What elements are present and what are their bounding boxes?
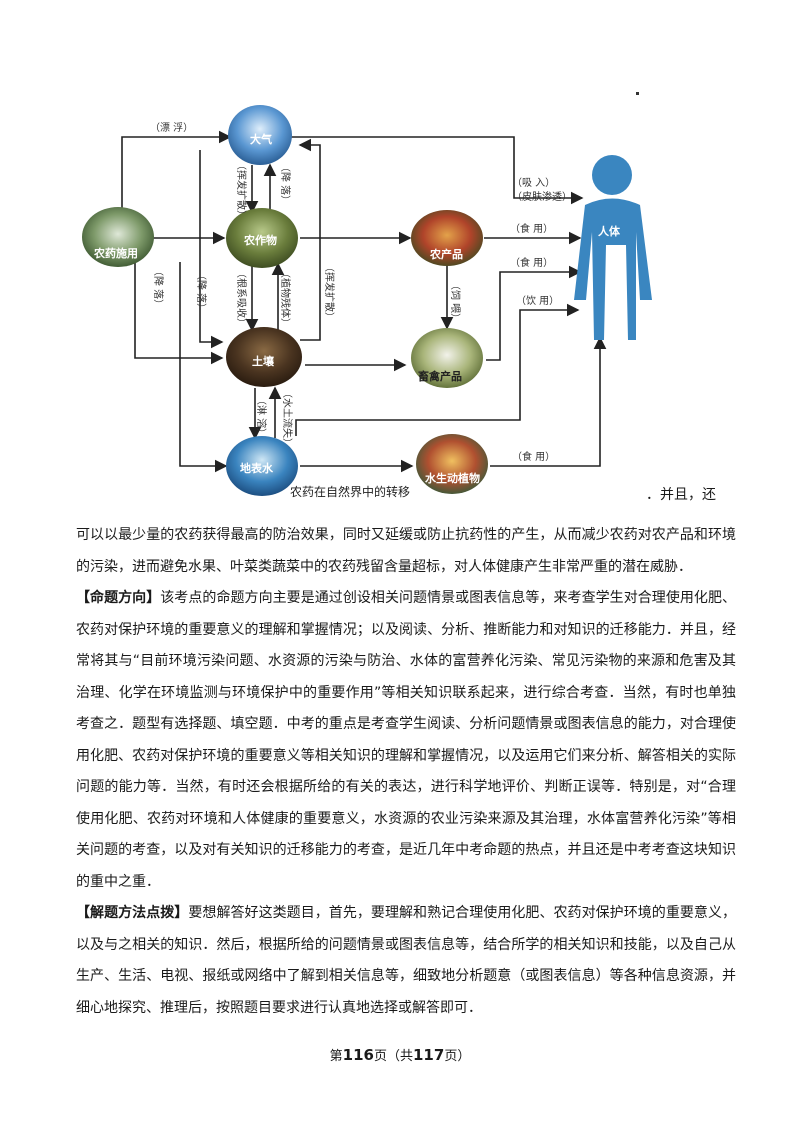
edge-label-inhale: （吸 入） <box>512 177 555 189</box>
node-human: 人体 <box>574 155 652 340</box>
edge-label-volatilize-2: （挥发扩散） <box>323 262 336 322</box>
edge-label-leach: （淋 溶） <box>255 395 268 438</box>
total-pages: 117 <box>413 1046 445 1064</box>
svg-text:水生动植物: 水生动植物 <box>425 471 480 485</box>
node-atmosphere: 大气 <box>228 105 292 165</box>
edge-label-root-absorb: （根系吸收） <box>235 268 248 328</box>
svg-text:大气: 大气 <box>250 132 272 146</box>
edge-label-erosion: （水土流失） <box>281 388 294 448</box>
edge-label-drift: （漂 浮） <box>150 122 193 134</box>
edge-label-volatilize-1: （挥发扩散） <box>235 160 248 220</box>
paragraph-method: 【解题方法点拨】要想解答好这类题目，首先，要理解和熟记合理使用化肥、农药对保护环… <box>76 905 737 1016</box>
svg-text:农药施用: 农药施用 <box>93 246 138 260</box>
edge-label-fall-1: （降 落） <box>279 162 292 205</box>
node-soil: 土壤 <box>226 327 302 387</box>
current-page: 116 <box>342 1046 374 1064</box>
tail-text: ．并且，还 <box>646 487 716 503</box>
paragraph-direction: 【命题方向】该考点的命题方向主要是通过创设相关问题情景或图表信息等，来考查学生对… <box>76 590 737 890</box>
stray-dot <box>636 92 639 95</box>
page-footer: 第116页（共117页） <box>329 1046 471 1064</box>
edge-label-fall-3: （降 落） <box>195 270 208 313</box>
heading-direction: 【命题方向】 <box>76 590 161 606</box>
heading-method: 【解题方法点拨】 <box>76 905 189 921</box>
node-aquatic: 水生动植物 <box>416 434 488 494</box>
diagram-caption: 农药在自然界中的转移 <box>290 484 410 499</box>
svg-text:地表水: 地表水 <box>240 461 274 475</box>
edge-label-fall-2: （降 落） <box>152 266 165 309</box>
node-livestock: 畜禽产品 <box>411 328 483 388</box>
svg-text:农作物: 农作物 <box>243 233 277 247</box>
edge-label-drink: （饮 用） <box>516 294 559 307</box>
node-pesticide: 农药施用 <box>82 207 154 267</box>
body-text: 可以以最少量的农药获得最高的防治效果，同时又延缓或防止抗药性的产生，从而减少农药… <box>76 520 736 1024</box>
node-agri-products: 农产品 <box>411 210 483 266</box>
edge-label-eat-3: （食 用） <box>512 450 555 463</box>
node-surface-water: 地表水 <box>226 436 298 496</box>
svg-text:畜禽产品: 畜禽产品 <box>418 369 462 383</box>
edge-label-eat-2: （食 用） <box>510 256 553 269</box>
paragraph-intro: 可以以最少量的农药获得最高的防治效果，同时又延缓或防止抗药性的产生，从而减少农药… <box>76 527 736 575</box>
edge-label-skin: （皮肤渗透） <box>512 190 572 203</box>
edge-label-plant-residue: （植物残体） <box>279 268 292 328</box>
svg-text:农产品: 农产品 <box>429 247 463 261</box>
edge-label-eat-1: （食 用） <box>510 222 553 235</box>
svg-text:土壤: 土壤 <box>252 354 275 368</box>
node-crops: 农作物 <box>226 208 298 268</box>
svg-text:人体: 人体 <box>598 224 621 238</box>
pesticide-transfer-diagram: 农药施用 大气 农作物 土壤 地表水 农产品 畜禽产品 水生动植物 人体 （漂 … <box>82 105 652 499</box>
edge-label-feed: （饲 喂） <box>449 280 462 323</box>
